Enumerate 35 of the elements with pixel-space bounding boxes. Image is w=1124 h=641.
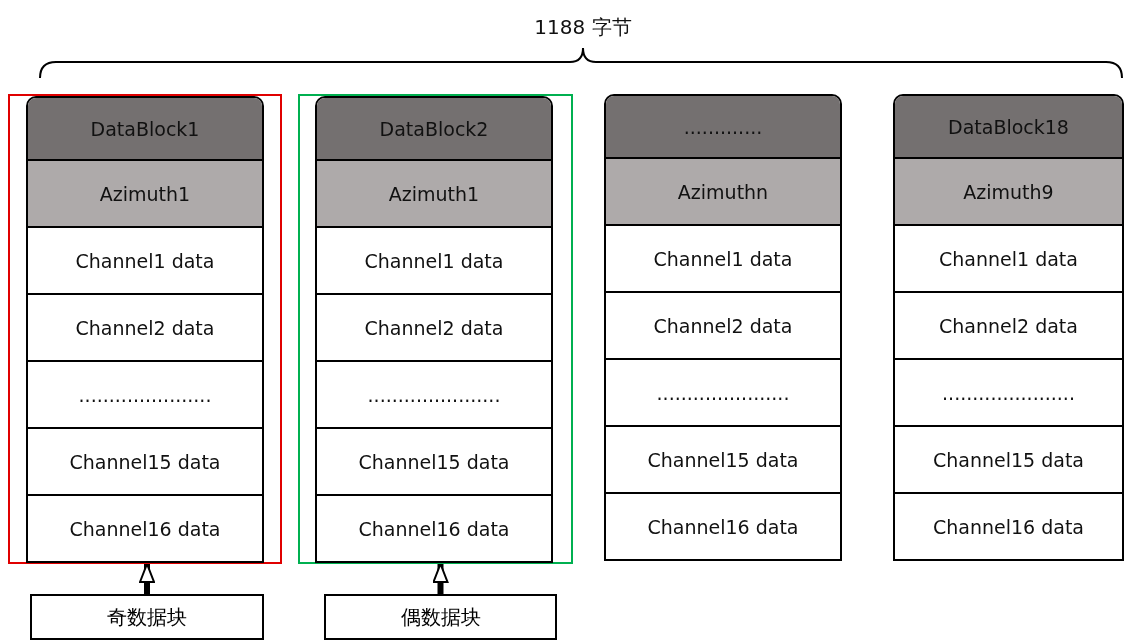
data-row: Channel16 data [606, 492, 840, 559]
data-row: Channel16 data [317, 494, 551, 561]
dimension-label: 1188 字节 [534, 14, 632, 41]
data-row: Channel1 data [895, 224, 1122, 291]
azimuth-row: Azimuth9 [895, 159, 1122, 224]
data-row: Channel2 data [606, 291, 840, 358]
data-row: ...................... [317, 360, 551, 427]
data-row: Channel16 data [28, 494, 262, 561]
azimuth-row: Azimuthn [606, 159, 840, 224]
data-row: Channel1 data [317, 226, 551, 293]
data-row: Channel1 data [28, 226, 262, 293]
data-row: ...................... [28, 360, 262, 427]
label-box: 偶数据块 [324, 594, 557, 640]
data-row: Channel16 data [895, 492, 1122, 559]
data-row: Channel2 data [895, 291, 1122, 358]
data-row: ...................... [606, 358, 840, 425]
block-header: ............. [606, 96, 840, 159]
data-row: Channel15 data [28, 427, 262, 494]
azimuth-row: Azimuth1 [317, 161, 551, 226]
data-row: Channel2 data [317, 293, 551, 360]
data-row: Channel15 data [606, 425, 840, 492]
block-header: DataBlock2 [317, 98, 551, 161]
arrow [139, 563, 155, 594]
block-header: DataBlock1 [28, 98, 262, 161]
label-box: 奇数据块 [30, 594, 264, 640]
block-header: DataBlock18 [895, 96, 1122, 159]
data-block-column [893, 94, 1124, 561]
data-row: Channel15 data [895, 425, 1122, 492]
data-block-column [604, 94, 842, 561]
data-row: Channel15 data [317, 427, 551, 494]
data-row: Channel2 data [28, 293, 262, 360]
data-row: Channel1 data [606, 224, 840, 291]
data-row: ...................... [895, 358, 1122, 425]
azimuth-row: Azimuth1 [28, 161, 262, 226]
arrow [432, 563, 449, 594]
